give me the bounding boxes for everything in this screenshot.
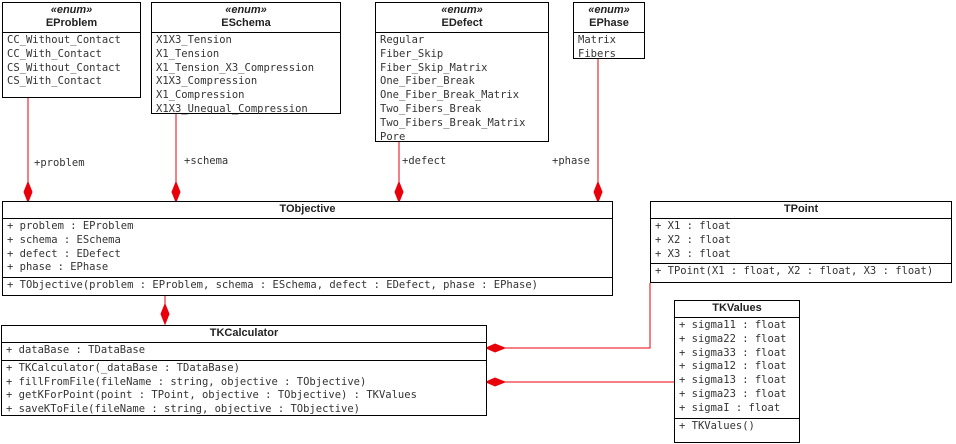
enum-value: X1X3_Tension bbox=[156, 34, 232, 46]
tkvalues-attributes: + sigma11 : float + sigma22 : float + si… bbox=[675, 318, 799, 419]
enum-value: CC_With_Contact bbox=[7, 47, 102, 60]
class-attribute: + sigma23 : float bbox=[679, 387, 787, 400]
eproblem-header: «enum» EProblem bbox=[3, 3, 140, 33]
class-operation: + TObjective(problem : EProblem, schema … bbox=[7, 279, 539, 292]
tkcalculator-class-box[interactable]: TKCalculator + dataBase : TDataBase + TK… bbox=[1, 325, 487, 416]
eschema-header: «enum» ESchema bbox=[152, 3, 340, 33]
class-attribute: + defect : EDefect bbox=[7, 247, 121, 260]
class-attribute: + phase : EPhase bbox=[7, 261, 109, 274]
tkvalues-title: TKValues bbox=[712, 302, 762, 314]
tobjective-attributes: + problem : EProblem + schema : ESchema … bbox=[3, 219, 612, 279]
class-attribute: + X2 : float bbox=[655, 233, 731, 246]
enum-value: X1X3_Unequal_Compression bbox=[156, 102, 308, 115]
tobjective-class-box[interactable]: TObjective + problem : EProblem + schema… bbox=[2, 201, 613, 296]
point-composition-diamond bbox=[484, 343, 507, 353]
ephase-header: «enum» EPhase bbox=[574, 3, 644, 33]
ephase-title: EPhase bbox=[589, 17, 629, 29]
ephase-values: Matrix Fibers bbox=[574, 33, 644, 64]
schema-composition-diamond bbox=[171, 180, 181, 204]
class-attribute: + sigma12 : float bbox=[679, 360, 787, 373]
enum-value: X1_Tension_X3_Compression bbox=[156, 61, 315, 74]
enum-value: Two_Fibers_Break_Matrix bbox=[380, 116, 526, 129]
class-operation: + getKForPoint(point : TPoint, objective… bbox=[6, 389, 417, 402]
eproblem-title: EProblem bbox=[45, 17, 98, 29]
tpoint-operations: + TPoint(X1 : float, X2 : float, X3 : fl… bbox=[651, 264, 951, 281]
class-operation: + TPoint(X1 : float, X2 : float, X3 : fl… bbox=[655, 265, 934, 278]
objective-composition-diamond bbox=[160, 302, 170, 326]
class-attribute: + sigmaI : float bbox=[679, 401, 781, 414]
stereotype-label: «enum» bbox=[50, 4, 93, 16]
class-operation: + saveKToFile(fileName : string, objecti… bbox=[6, 403, 361, 416]
tkcalculator-operations: + TKCalculator(_dataBase : TDataBase) + … bbox=[2, 361, 486, 419]
tpoint-class-box[interactable]: TPoint + X1 : float + X2 : float + X3 : … bbox=[650, 201, 952, 283]
eschema-values: X1X3_Tension X1_Tension X1_Tension_X3_Co… bbox=[152, 33, 340, 119]
kvalues-composition-diamond bbox=[484, 377, 507, 387]
defect-role-label: +defect bbox=[402, 155, 447, 167]
enum-value: CC_Without_Contact bbox=[7, 34, 121, 46]
class-operation: + fillFromFile(fileName : string, object… bbox=[6, 375, 367, 388]
eproblem-values: CC_Without_Contact CC_With_Contact CS_Wi… bbox=[3, 33, 140, 91]
tpoint-title: TPoint bbox=[783, 203, 819, 215]
tkcalculator-title: TKCalculator bbox=[209, 327, 279, 339]
eproblem-enum-box[interactable]: «enum» EProblem CC_Without_Contact CC_Wi… bbox=[2, 2, 141, 98]
edefect-header: «enum» EDefect bbox=[376, 3, 548, 33]
class-attribute: + sigma11 : float bbox=[679, 319, 787, 331]
ephase-enum-box[interactable]: «enum» EPhase Matrix Fibers bbox=[573, 2, 645, 60]
enum-value: Matrix bbox=[578, 34, 616, 46]
problem-role-label: +problem bbox=[34, 157, 85, 169]
enum-value: X1X3_Compression bbox=[156, 75, 258, 88]
stereotype-label: «enum» bbox=[225, 4, 267, 16]
class-attribute: + sigma13 : float bbox=[679, 374, 787, 387]
eschema-title: ESchema bbox=[221, 17, 271, 29]
class-operation: + TKCalculator(_dataBase : TDataBase) bbox=[6, 361, 240, 374]
tkcalculator-header: TKCalculator bbox=[2, 326, 486, 343]
enum-value: CS_Without_Contact bbox=[7, 61, 121, 74]
schema-role-label: +schema bbox=[184, 155, 229, 167]
enum-value: One_Fiber_Break bbox=[380, 75, 475, 88]
enum-value: CS_With_Contact bbox=[7, 75, 102, 88]
class-attribute: + sigma33 : float bbox=[679, 346, 787, 359]
tobjective-title: TObjective bbox=[279, 203, 336, 215]
class-attribute: + dataBase : TDataBase bbox=[6, 344, 146, 356]
tkvalues-operations: + TKValues() bbox=[675, 419, 799, 436]
enum-value: One_Fiber_Break_Matrix bbox=[380, 89, 520, 102]
enum-value: Fiber_Skip bbox=[380, 47, 444, 60]
class-operation: + TKValues() bbox=[679, 419, 755, 432]
tkvalues-header: TKValues bbox=[675, 301, 799, 318]
enum-value: Regular bbox=[380, 34, 425, 46]
enum-value: Fibers bbox=[578, 47, 616, 60]
eschema-enum-box[interactable]: «enum» ESchema X1X3_Tension X1_Tension X… bbox=[151, 2, 341, 115]
defect-composition-diamond bbox=[394, 180, 404, 204]
edefect-enum-box[interactable]: «enum» EDefect Regular Fiber_Skip Fiber_… bbox=[375, 2, 549, 143]
tkvalues-class-box[interactable]: TKValues + sigma11 : float + sigma22 : f… bbox=[674, 300, 800, 443]
enum-value: X1_Compression bbox=[156, 89, 245, 102]
class-attribute: + sigma22 : float bbox=[679, 332, 787, 345]
phase-composition-diamond bbox=[593, 180, 603, 204]
stereotype-label: «enum» bbox=[588, 4, 630, 16]
class-attribute: + X1 : float bbox=[655, 220, 731, 232]
class-attribute: + problem : EProblem bbox=[7, 220, 134, 232]
tpoint-header: TPoint bbox=[651, 202, 951, 219]
tobjective-header: TObjective bbox=[3, 202, 612, 219]
problem-composition-diamond bbox=[23, 180, 33, 204]
edefect-title: EDefect bbox=[441, 17, 483, 29]
tkcalculator-attributes: + dataBase : TDataBase bbox=[2, 343, 486, 361]
stereotype-label: «enum» bbox=[441, 4, 483, 16]
enum-value: Pore bbox=[380, 130, 406, 143]
enum-value: Fiber_Skip_Matrix bbox=[380, 61, 488, 74]
edefect-values: Regular Fiber_Skip Fiber_Skip_Matrix One… bbox=[376, 33, 548, 146]
enum-value: X1_Tension bbox=[156, 47, 220, 60]
tobjective-operations: + TObjective(problem : EProblem, schema … bbox=[3, 278, 612, 295]
tpoint-attributes: + X1 : float + X2 : float + X3 : float bbox=[651, 219, 951, 265]
class-attribute: + X3 : float bbox=[655, 247, 731, 260]
class-attribute: + schema : ESchema bbox=[7, 233, 121, 246]
enum-value: Two_Fibers_Break bbox=[380, 102, 482, 115]
phase-role-label: +phase bbox=[552, 155, 590, 167]
point-association-line bbox=[504, 283, 651, 349]
